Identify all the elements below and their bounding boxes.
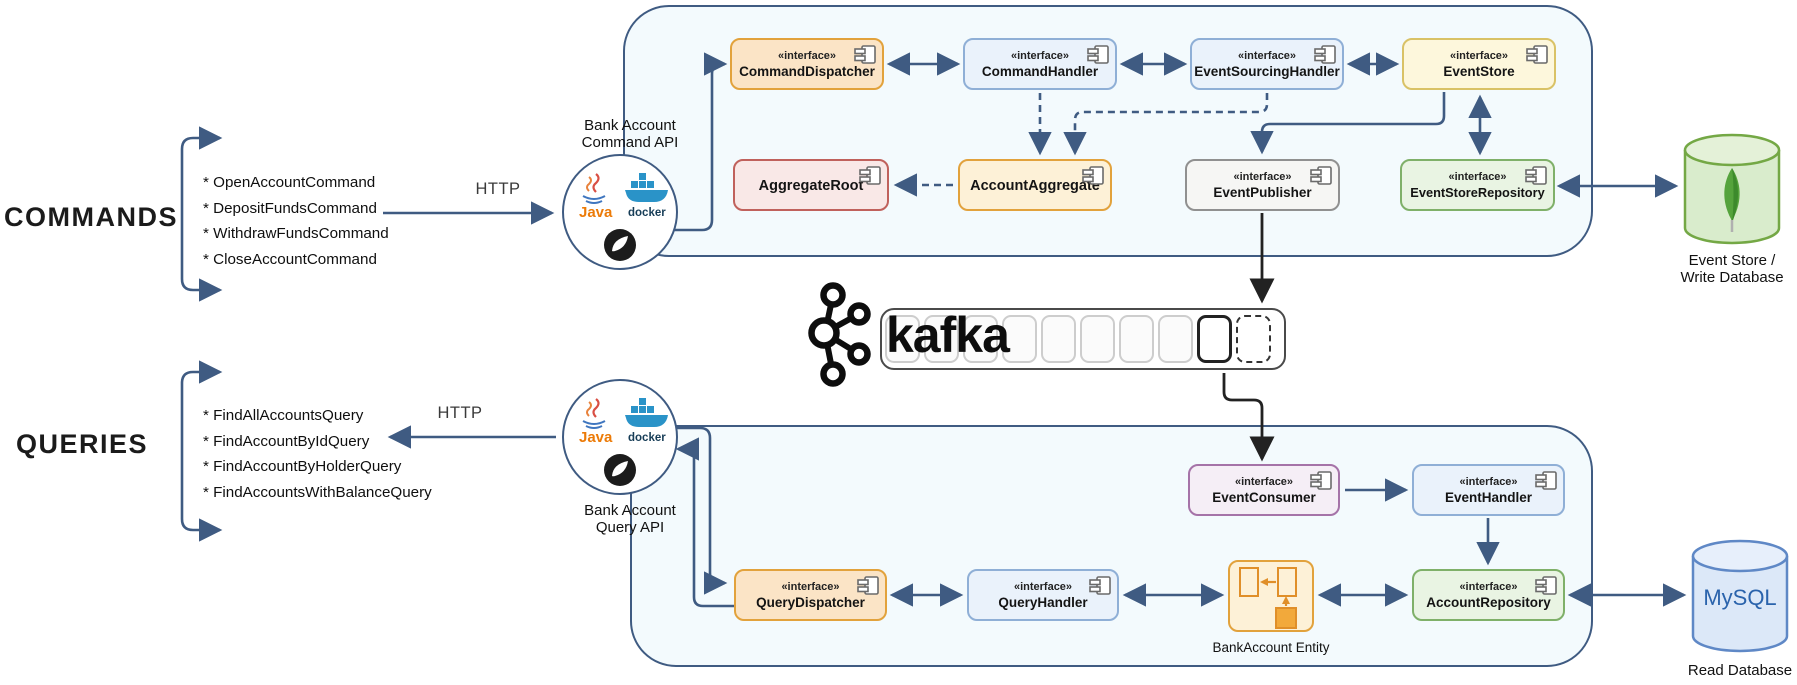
kafka-slot [1002,315,1037,363]
mysql-engine-label: MySQL [1703,585,1777,610]
kafka-slot [1158,315,1193,363]
component-query-dispatcher: «interface»QueryDispatcher [734,569,887,621]
query-list: * FindAllAccountsQuery * FindAccountById… [203,403,432,505]
mongodb-leaf-icon [1724,168,1740,232]
http-command-label: HTTP [475,180,521,198]
uml-component-icon [1087,45,1109,64]
java-icon: Java [579,173,613,220]
uml-component-icon [1310,166,1332,185]
component-event-handler: «interface»EventHandler [1412,464,1565,516]
kafka-slot [924,315,959,363]
queryapi-to-dispatcher [674,426,728,595]
kafka-slot [963,315,998,363]
uml-component-icon [1082,166,1104,185]
command-item: * CloseAccountCommand [203,250,377,268]
kafka-to-consumer [1222,373,1275,462]
command-list: * OpenAccountCommand * DepositFundsComma… [203,170,389,272]
kafka-slot [1119,315,1154,363]
uml-component-icon [1526,45,1548,64]
http-query-label: HTTP [437,404,483,422]
uml-component-icon [1089,576,1111,595]
commands-bracket [180,126,223,302]
spring-icon [604,229,636,261]
component-event-store-repository: «interface»EventStoreRepository [1400,159,1555,211]
query-item: * FindAccountByHolderQuery [203,458,402,476]
bank-account-entity-node [1228,560,1314,632]
uml-component-icon [854,45,876,64]
command-item: * OpenAccountCommand [203,174,376,191]
bank-account-entity-caption: BankAccount Entity [1212,640,1330,655]
command-item: * WithdrawFundsCommand [203,225,389,243]
uml-component-icon [859,166,881,185]
dispatcher-to-queryapi [675,437,734,608]
mysql-cylinder [1691,539,1789,653]
kafka-wordmark: kafka [886,307,1010,363]
eventstore-publisher-link [1250,92,1446,155]
uml-component-icon [1310,471,1332,490]
command-api-node: Java docker [562,154,678,270]
svg-text:docker: docker [628,432,666,444]
sourcing-aggregate-dashed [1063,93,1269,156]
kafka-topic-bar [880,308,1286,370]
component-aggregate-root: AggregateRoot [733,159,889,211]
commandapi-to-dispatcher [674,52,728,232]
svg-text:docker: docker [628,207,666,219]
uml-component-icon [857,576,879,595]
kafka-slot-active [1197,315,1232,363]
component-event-store: «interface»EventStore [1402,38,1556,90]
docker-icon: docker [625,398,668,444]
queries-title: QUERIES [16,429,149,459]
uml-component-icon [1525,166,1547,185]
component-event-publisher: «interface»EventPublisher [1185,159,1340,211]
svg-text:Java: Java [579,204,613,220]
query-api-label: Bank Account Query API [584,502,676,536]
queries-bracket [180,360,223,542]
commands-title: COMMANDS [4,202,178,232]
kafka-slot [1080,315,1115,363]
kafka-slot [1041,315,1076,363]
query-item: * FindAllAccountsQuery [203,407,364,424]
kafka-slot [885,315,920,363]
component-event-sourcing-handler: «interface»EventSourcingHandler [1190,38,1344,90]
query-item: * FindAccountByIdQuery [203,432,370,450]
read-db-caption: Read Database [1687,662,1793,679]
query-api-node: Java docker [562,379,678,495]
command-api-label: Bank Account Command API [581,117,679,151]
query-item: * FindAccountsWithBalanceQuery [203,483,432,501]
uml-component-icon [1314,45,1336,64]
java-icon: Java [579,398,613,445]
docker-icon: docker [625,173,668,219]
command-item: * DepositFundsCommand [203,199,377,217]
component-event-consumer: «interface»EventConsumer [1188,464,1340,516]
write-db-caption: Event Store / Write Database [1680,252,1784,286]
component-account-repository: «interface»AccountRepository [1412,569,1565,621]
component-command-handler: «interface»CommandHandler [963,38,1117,90]
component-command-dispatcher: «interface»CommandDispatcher [730,38,884,90]
component-account-aggregate: AccountAggregate [958,159,1112,211]
mongodb-cylinder [1683,133,1781,245]
uml-component-icon [1535,576,1557,595]
uml-component-icon [1535,471,1557,490]
svg-text:Java: Java [579,429,613,445]
kafka-slot-incoming [1236,315,1271,363]
spring-icon [604,454,636,486]
kafka-logo-icon [808,282,871,387]
component-query-handler: «interface»QueryHandler [967,569,1119,621]
entity-diagram-icon [1239,567,1297,629]
